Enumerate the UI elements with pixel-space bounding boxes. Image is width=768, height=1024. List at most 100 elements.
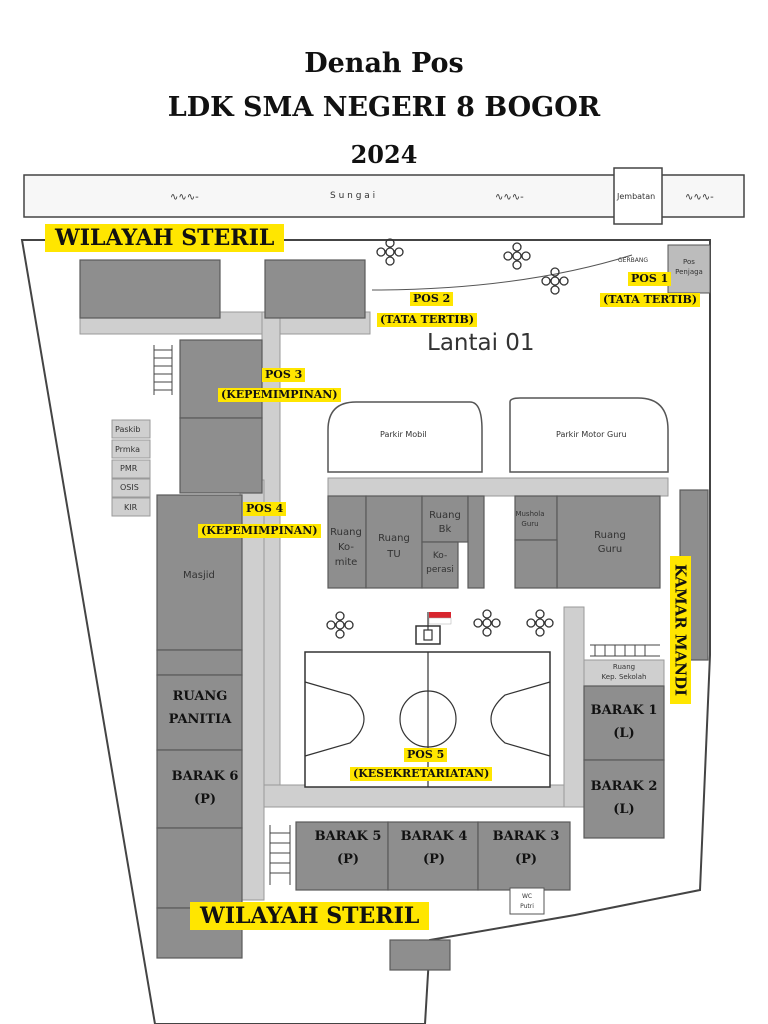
parking-teacher-label: Parkir Motor Guru: [556, 430, 627, 439]
tree-icon: [376, 238, 404, 266]
barak-3: [477, 821, 571, 891]
wave-icon: ∿∿∿-: [685, 192, 714, 203]
wave-icon: ∿∿∿-: [495, 192, 524, 203]
pos-2-role: (TATA TERTIB): [377, 313, 478, 328]
club-room: [111, 459, 151, 479]
komite-label-3: mite: [335, 557, 358, 568]
club-room: [111, 439, 151, 459]
barak-6: [156, 749, 243, 829]
kamar-mandi-label: KAMAR MANDI: [670, 556, 691, 704]
admin-corner: [467, 495, 485, 589]
building-top-left: [79, 259, 221, 319]
building-pos3-upper: [179, 339, 263, 419]
walkway-vertical: [261, 311, 281, 803]
bk-label-1: Ruang: [429, 510, 461, 521]
ruang-guru: [556, 495, 661, 589]
steril-zone-bottom-label: WILAYAH STERIL: [190, 902, 430, 931]
bk-label-2: Bk: [439, 524, 452, 535]
masjid-label: Masjid: [183, 570, 215, 581]
barak-4-label: BARAK 4: [401, 829, 468, 844]
map-title: Denah Pos: [304, 48, 464, 79]
barak-5: [295, 821, 389, 891]
pos-1-name: POS 1: [628, 272, 672, 287]
komite-label-1: Ruang: [330, 527, 362, 538]
barak-5-gender: (P): [337, 852, 359, 867]
pos-3-name: POS 3: [262, 368, 306, 383]
club-osis: OSIS: [120, 483, 139, 492]
bridge-label: Jembatan: [616, 192, 655, 201]
panitia-label-1: RUANG: [173, 689, 228, 704]
club-room: [111, 419, 151, 439]
guru-label-2: Guru: [598, 544, 623, 555]
parking-teacher: [509, 397, 669, 473]
room-left-bottom: [156, 827, 243, 909]
wc-putri: [509, 887, 545, 915]
building-top-middle: [264, 259, 366, 319]
parking-car: [327, 401, 483, 473]
walkway-bottom: [261, 784, 583, 808]
river-label: S u n g a i: [330, 191, 375, 201]
komite-label-2: Ko-: [338, 542, 354, 553]
pos-5-name: POS 5: [404, 748, 448, 763]
club-kir: KIR: [124, 503, 138, 512]
room-left-small: [156, 649, 243, 676]
wc-label-1: WC: [522, 893, 532, 900]
tree-icon: [473, 609, 501, 637]
koperasi: [421, 541, 459, 589]
guru-label-1: Ruang: [594, 530, 626, 541]
bridge: [613, 167, 663, 225]
barak-4-gender: (P): [423, 852, 445, 867]
floor-label: Lantai 01: [427, 330, 535, 356]
flag-red: [429, 612, 451, 618]
club-room: [111, 497, 151, 517]
court-left-key: [304, 681, 365, 757]
tu-label-1: Ruang: [378, 533, 410, 544]
barak-6-gender: (P): [194, 792, 216, 807]
pos-2-name: POS 2: [410, 292, 454, 307]
guru-corner: [514, 539, 558, 589]
wc-label-2: Putri: [520, 903, 534, 910]
koperasi-label-2: perasi: [426, 565, 454, 575]
barak-1: [583, 685, 665, 761]
club-pramuka: Prmka: [115, 445, 140, 454]
stairs-right: [590, 644, 660, 657]
kepsek-label-2: Kep. Sekolah: [602, 673, 647, 681]
wave-icon: ∿∿∿-: [170, 192, 199, 203]
guard-label-1: Pos: [683, 258, 695, 266]
gate-label: GERBANG: [618, 257, 648, 264]
walkway-right: [563, 606, 585, 808]
barak-1-label: BARAK 1: [591, 703, 658, 718]
walkway-admin: [327, 477, 669, 497]
pos-4-name: POS 4: [243, 502, 287, 517]
pos-1-role: (TATA TERTIB): [600, 293, 701, 308]
guard-label-2: Penjaga: [675, 268, 703, 276]
building-pos3-lower: [179, 417, 263, 494]
panitia-label-2: PANITIA: [169, 712, 233, 727]
barak-2-gender: (L): [613, 802, 634, 817]
flag-white: [428, 617, 452, 625]
tree-icon: [326, 611, 354, 639]
barak-3-gender: (P): [515, 852, 537, 867]
mushola-guru: [514, 495, 558, 541]
map-subtitle: LDK SMA NEGERI 8 BOGOR: [167, 92, 601, 123]
mushola-label-1: Mushola: [515, 510, 544, 518]
pos-4-role: (KEPEMIMPINAN): [198, 524, 321, 539]
barak-3-label: BARAK 3: [493, 829, 560, 844]
kepsek-label-1: Ruang: [613, 663, 635, 671]
barak-2-label: BARAK 2: [591, 779, 658, 794]
ruang-panitia: [156, 674, 243, 751]
driveway-arc: [371, 254, 633, 291]
pos-5-role: (KESEKRETARIATAN): [350, 767, 493, 782]
court-center-circle: [399, 690, 457, 748]
tree-icon: [541, 267, 569, 295]
court-right-key: [490, 681, 551, 757]
parking-car-label: Parkir Mobil: [380, 430, 427, 439]
club-room: [111, 478, 151, 498]
walkway-left: [239, 479, 265, 901]
barak-1-gender: (L): [613, 726, 634, 741]
barak-5-label: BARAK 5: [315, 829, 382, 844]
barak-6-label: BARAK 6: [172, 769, 239, 784]
barak-2: [583, 759, 665, 839]
flag-pedestal: [423, 629, 433, 641]
